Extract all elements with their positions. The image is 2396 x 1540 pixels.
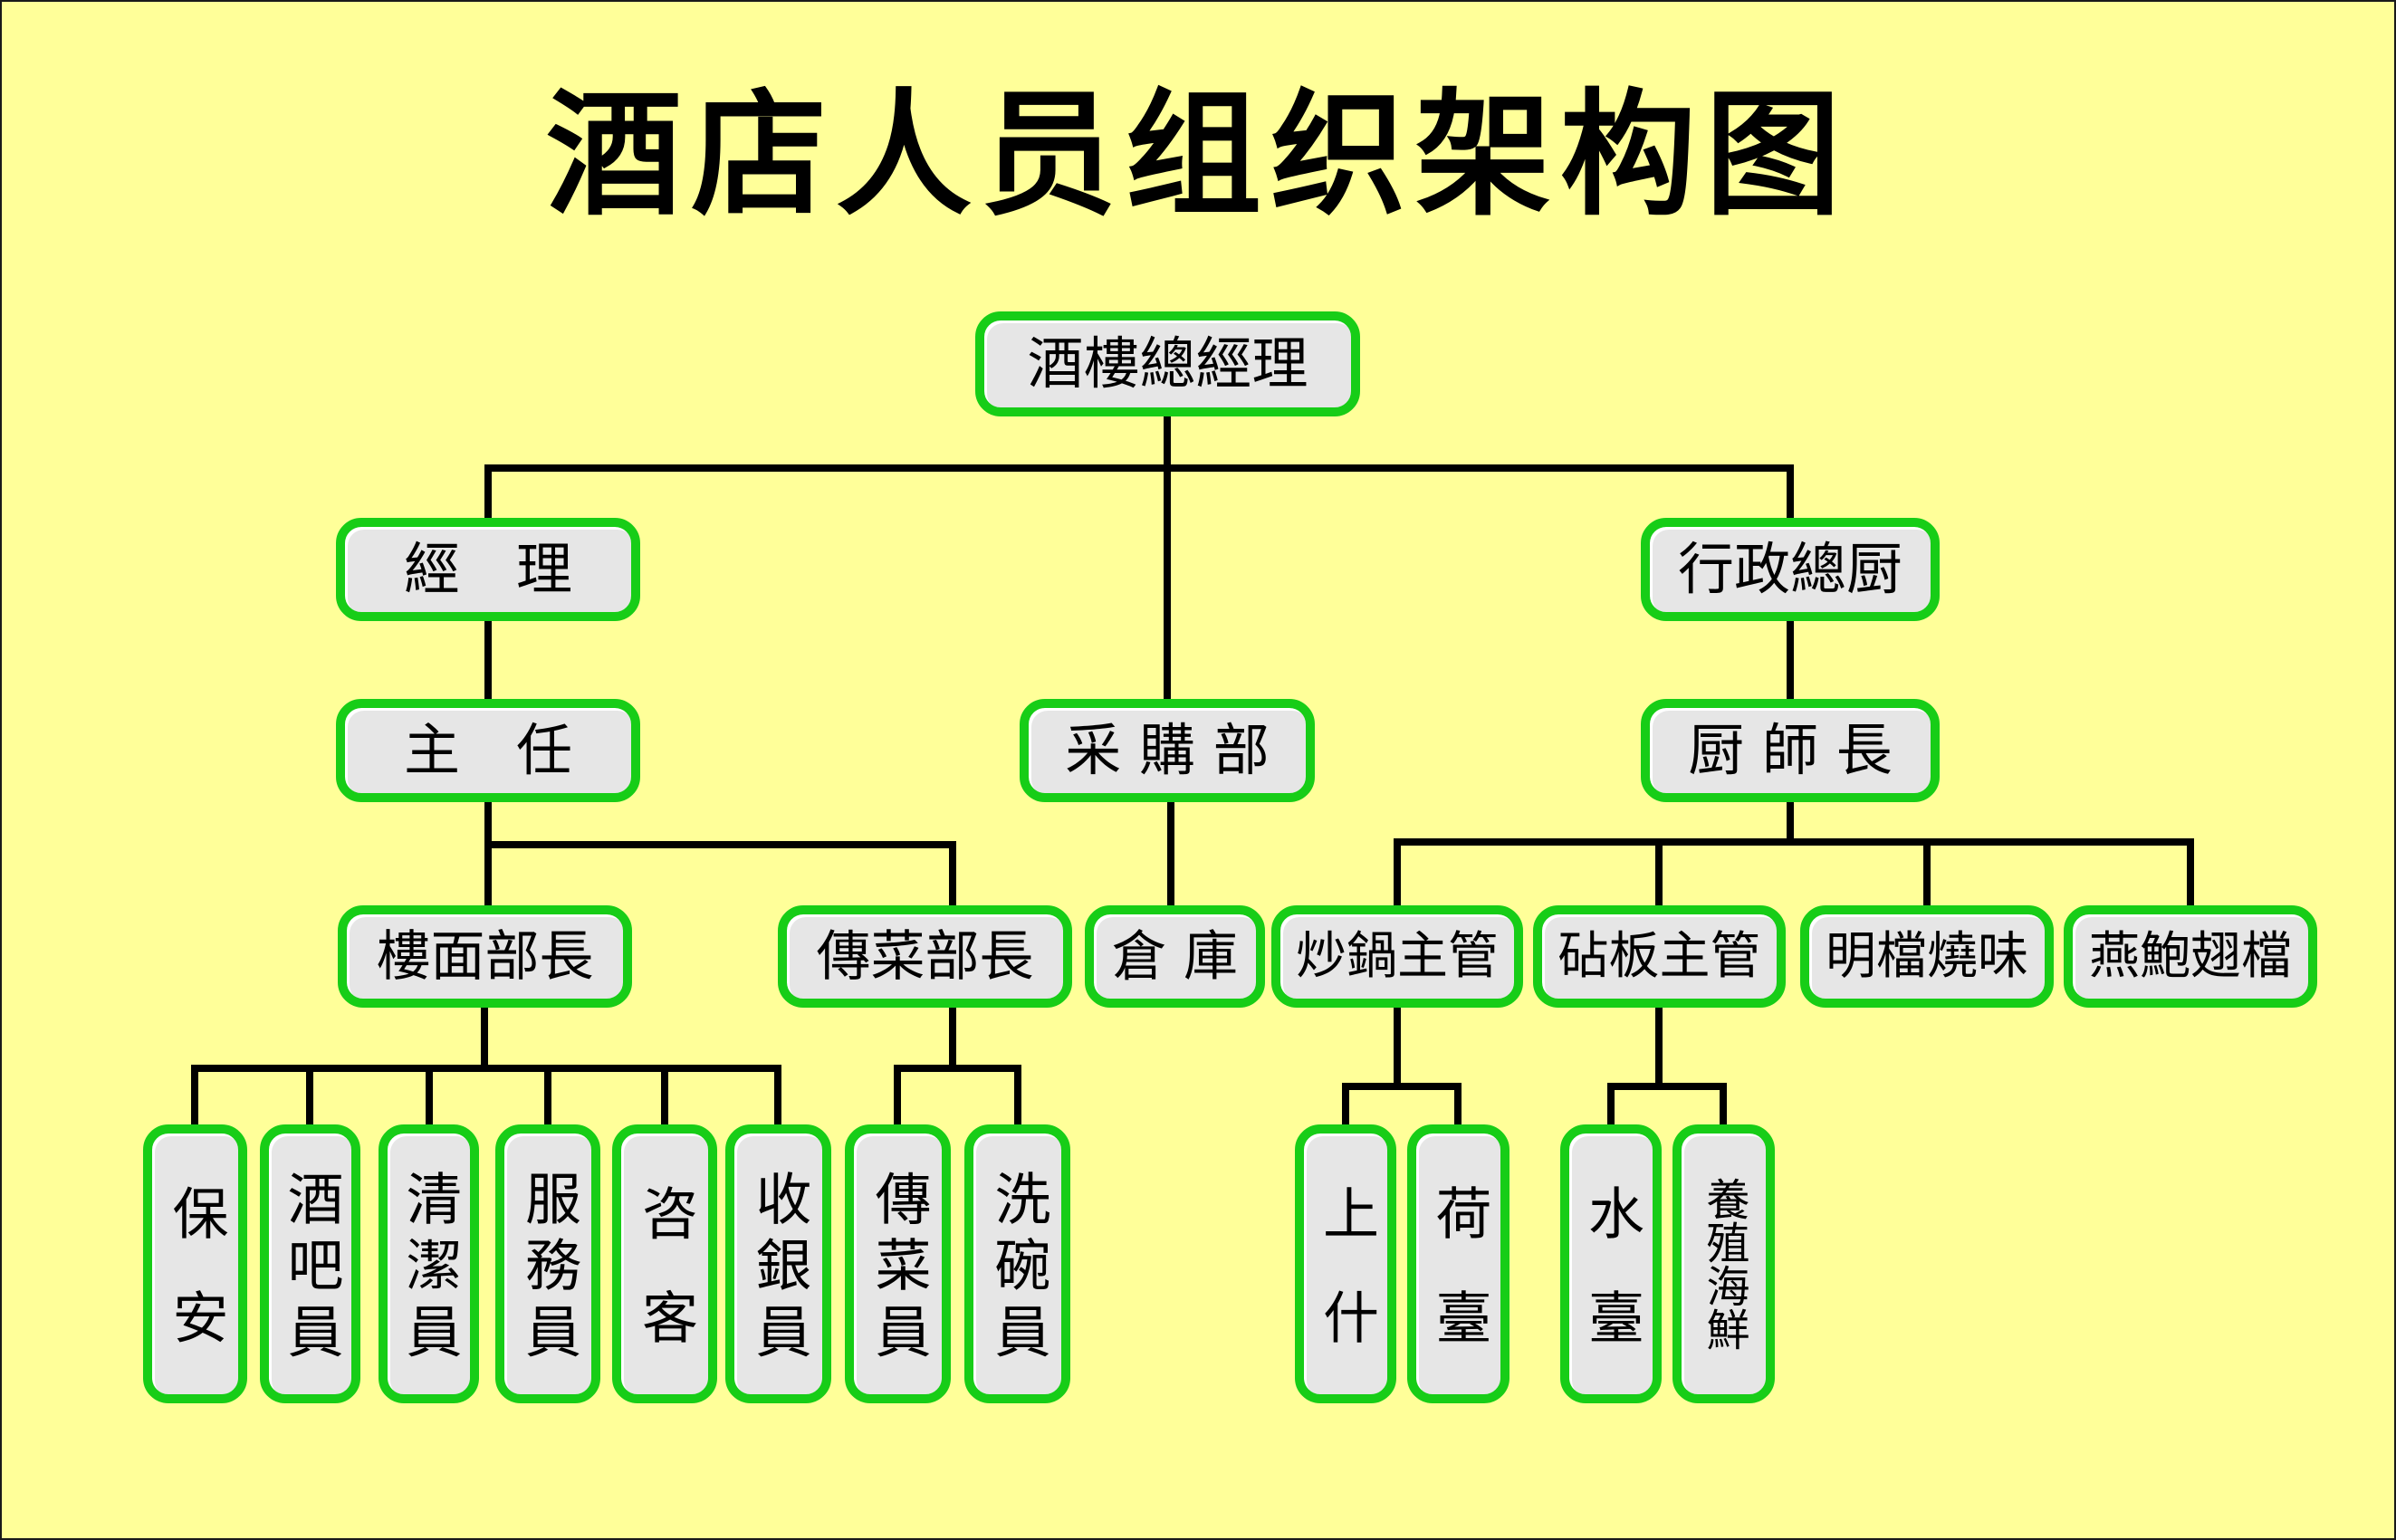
node-open-kitchen-bbq-label: 明檔燒味: [1826, 926, 2028, 986]
node-chopping-board-supervisor: 砧板主管: [1533, 905, 1786, 1008]
connector-chopping-stem: [1655, 1008, 1663, 1090]
connector-drop-cashier: [774, 1065, 781, 1124]
node-warehouse-label: 倉 庫: [1111, 924, 1239, 989]
connector-drop-openkitchen: [1923, 838, 1931, 909]
connector-director-bar: [484, 841, 956, 848]
node-seafood-tank-label: 養殖海鮮: [1698, 1177, 1749, 1351]
connector-gm-stem: [1164, 415, 1171, 472]
node-food-runner-label: 傳菜員: [865, 1169, 932, 1369]
node-purchasing-dept-label: 采 購 部: [1065, 717, 1270, 783]
node-purchasing-dept: 采 購 部: [1020, 699, 1315, 802]
node-abalone-station-label: 燕鮑翅檔: [2089, 926, 2292, 986]
node-floor-manager: 樓面部長: [338, 905, 632, 1008]
connector-manager-director: [484, 619, 492, 701]
connector-director-stem: [484, 800, 492, 907]
connector-headchef-stem: [1787, 800, 1794, 846]
connector-drop-hostess: [661, 1065, 668, 1124]
page-title: 酒店人员组织架构图: [545, 75, 1850, 234]
node-hostess: 咨客: [612, 1124, 717, 1403]
connector-wok-bar: [1342, 1083, 1462, 1090]
node-cashier-label: 收銀員: [745, 1169, 812, 1369]
node-prep-cook: 上什: [1295, 1124, 1396, 1403]
connector-drop-dishwasher: [1014, 1065, 1021, 1124]
connector-drop-abalone: [2187, 838, 2194, 909]
node-bartender: 酒吧員: [260, 1124, 360, 1403]
node-hostess-label: 咨客: [632, 1183, 698, 1392]
connector-drop-shuitai: [1607, 1083, 1615, 1124]
node-bartender-label: 酒吧員: [277, 1169, 344, 1369]
node-waiter: 服務員: [495, 1124, 600, 1403]
connector-drop-cleaner: [426, 1065, 433, 1124]
node-security-label: 保安: [162, 1183, 229, 1392]
connector-drop-exec-chef: [1787, 464, 1794, 518]
node-manager-label: 經 理: [403, 536, 572, 602]
node-wok-supervisor-label: 炒鍋主管: [1296, 926, 1499, 986]
node-shui-tai: 水臺: [1560, 1124, 1662, 1403]
connector-headchef-bar: [1394, 838, 2194, 846]
connector-drop-security: [191, 1065, 198, 1124]
node-executive-chef-label: 行政總厨: [1677, 536, 1902, 602]
node-chopping-board-supervisor-label: 砧板主管: [1557, 926, 1761, 986]
node-cleaner: 清潔員: [379, 1124, 479, 1403]
connector-drop-chopping: [1655, 838, 1663, 909]
node-dishwasher-label: 洗碗員: [984, 1169, 1051, 1369]
node-security: 保安: [143, 1124, 247, 1403]
node-seafood-tank: 養殖海鮮: [1672, 1124, 1775, 1403]
connector-foodrunner-stem: [949, 1008, 956, 1072]
connector-drop-foodrunner-mgr: [949, 841, 956, 907]
node-manager: 經 理: [336, 518, 640, 621]
node-food-runner-manager-label: 傳菜部長: [816, 924, 1034, 989]
node-head-chef-label: 厨 師 長: [1688, 717, 1893, 783]
node-dishwasher: 洗碗員: [964, 1124, 1070, 1403]
connector-drop-purchasing: [1164, 464, 1171, 699]
connector-drop-waiter: [544, 1065, 551, 1124]
node-cleaner-label: 清潔員: [396, 1169, 463, 1369]
connector-floor-stem: [481, 1008, 488, 1072]
connector-foodrunner-bar: [894, 1065, 1021, 1072]
connector-purchasing-warehouse: [1167, 800, 1174, 909]
connector-drop-seafood: [1720, 1083, 1727, 1124]
connector-drop-bartender: [306, 1065, 313, 1124]
connector-drop-prepcook: [1342, 1083, 1349, 1124]
connector-floor-bar: [191, 1065, 781, 1072]
node-shui-tai-label: 水臺: [1578, 1183, 1644, 1392]
connector-execchef-headchef: [1787, 619, 1794, 701]
node-head-chef: 厨 師 長: [1641, 699, 1940, 802]
node-waiter-label: 服務員: [515, 1169, 581, 1369]
node-food-runner-manager: 傳菜部長: [778, 905, 1072, 1008]
connector-drop-hetai: [1454, 1083, 1462, 1124]
node-open-kitchen-bbq: 明檔燒味: [1800, 905, 2054, 1008]
node-director: 主 任: [336, 699, 640, 802]
node-he-tai-label: 荷臺: [1425, 1183, 1492, 1392]
node-he-tai: 荷臺: [1407, 1124, 1509, 1403]
connector-wok-stem: [1394, 1008, 1401, 1090]
node-wok-supervisor: 炒鍋主管: [1271, 905, 1523, 1008]
connector-drop-manager: [484, 464, 492, 518]
node-abalone-station: 燕鮑翅檔: [2064, 905, 2317, 1008]
node-food-runner: 傳菜員: [845, 1124, 951, 1403]
connector-main-bar: [484, 464, 1794, 472]
connector-chopping-bar: [1607, 1083, 1727, 1090]
connector-drop-wok: [1394, 838, 1401, 909]
node-executive-chef: 行政總厨: [1641, 518, 1940, 621]
node-general-manager-label: 酒樓總經理: [1027, 330, 1308, 397]
node-prep-cook-label: 上什: [1313, 1183, 1379, 1392]
node-director-label: 主 任: [403, 717, 572, 783]
node-warehouse: 倉 庫: [1085, 905, 1265, 1008]
node-cashier: 收銀員: [725, 1124, 831, 1403]
connector-drop-foodrunner: [894, 1065, 901, 1124]
node-general-manager: 酒樓總經理: [975, 311, 1360, 416]
node-floor-manager-label: 樓面部長: [376, 924, 594, 989]
